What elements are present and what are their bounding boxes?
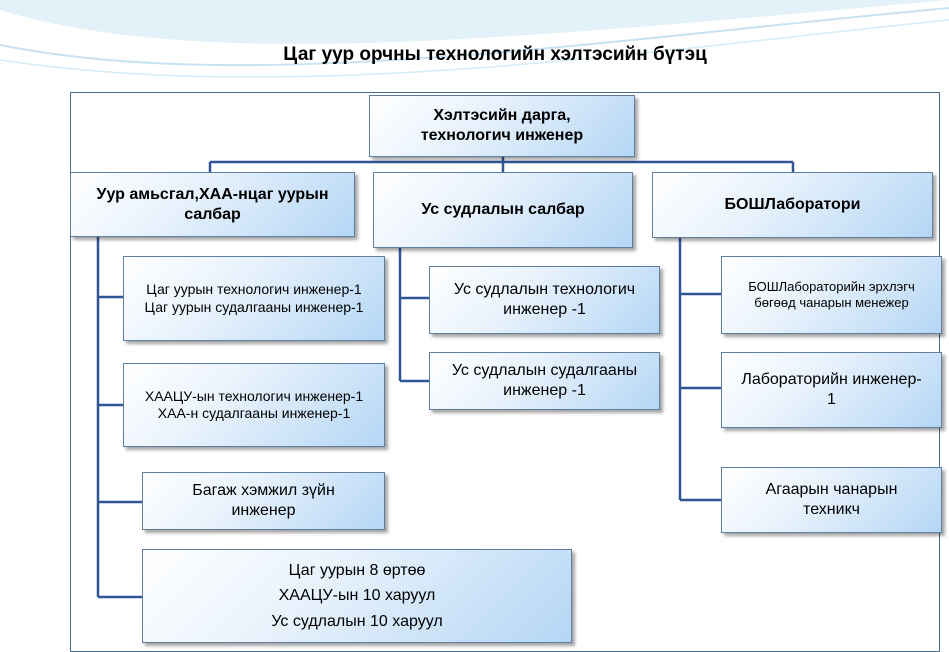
page-title: Цаг уур орчны технологийн хэлтэсийн бүтэ… bbox=[283, 44, 707, 65]
staff-line: Цаг уурын судалгааны инженер-1 bbox=[144, 298, 364, 315]
staff-box-hydro-technologist: Ус судлалын технологич инженер -1 bbox=[429, 266, 660, 334]
staff-line: Ус судлалын технологич bbox=[453, 281, 636, 298]
staff-line: бөгөөд чанарын менежер bbox=[754, 295, 909, 310]
staff-line: Агаарын чанарын bbox=[765, 481, 898, 498]
staff-line: ХАА-н судалгааны инженер-1 bbox=[157, 405, 351, 421]
staff-line: инженер bbox=[231, 502, 296, 519]
dept-line: Ус судлалын салбар bbox=[421, 201, 585, 218]
staff-line: техникч bbox=[803, 501, 860, 518]
dept-line: салбар bbox=[184, 205, 241, 223]
dept-box-hydrology: Ус судлалын салбар bbox=[373, 172, 633, 248]
staff-line: Цаг уурын 8 өртөө bbox=[288, 561, 426, 579]
dept-box-climate-agri: Уур амьсгал,ХАА-нцаг уурын салбар bbox=[70, 172, 355, 237]
staff-line: Лабораторийн инженер- bbox=[741, 371, 922, 388]
staff-line: ХААЦУ-ын 10 харуул bbox=[278, 587, 436, 605]
staff-line: Багаж хэмжил зүйн bbox=[192, 482, 335, 499]
staff-line: ХААЦУ-ын технологич инженер-1 bbox=[144, 387, 364, 404]
staff-box-stations: Цаг уурын 8 өртөө ХААЦУ-ын 10 харуул Ус … bbox=[142, 549, 572, 643]
staff-box-agri-engineers: ХААЦУ-ын технологич инженер-1 ХАА-н суда… bbox=[123, 363, 385, 447]
staff-box-instrument-engineer: Багаж хэмжил зүйн инженер bbox=[142, 472, 385, 530]
dept-box-laboratory: БОШЛаборатори bbox=[652, 172, 933, 238]
staff-box-hydro-research: Ус судлалын судалгааны инженер -1 bbox=[429, 352, 660, 410]
dept-line: Уур амьсгал,ХАА-нцаг уурын bbox=[96, 185, 329, 203]
staff-line: инженер -1 bbox=[503, 382, 586, 399]
staff-box-lab-engineer: Лабораторийн инженер- 1 bbox=[721, 352, 942, 428]
staff-box-air-quality-technician: Агаарын чанарын техникч bbox=[721, 467, 942, 533]
staff-line: инженер -1 bbox=[503, 301, 586, 318]
dept-line: БОШЛаборатори bbox=[724, 196, 861, 213]
staff-line: Ус судлалын судалгааны bbox=[451, 362, 638, 379]
head-box: Хэлтэсийн дарга, технологич инженер bbox=[369, 95, 635, 157]
staff-line: БОШЛабораторийн эрхлэгч bbox=[748, 278, 915, 294]
staff-box-meteorology-engineers: Цаг уурын технологич инженер-1 Цаг уурын… bbox=[123, 256, 385, 341]
head-line: технологич инженер bbox=[420, 127, 584, 144]
staff-line: Цаг уурын технологич инженер-1 bbox=[146, 281, 362, 297]
head-line: Хэлтэсийн дарга, bbox=[433, 107, 571, 124]
staff-line: Ус судлалын 10 харуул bbox=[271, 612, 443, 630]
staff-box-lab-manager: БОШЛабораторийн эрхлэгч бөгөөд чанарын м… bbox=[721, 256, 942, 334]
staff-line: 1 bbox=[827, 391, 836, 408]
